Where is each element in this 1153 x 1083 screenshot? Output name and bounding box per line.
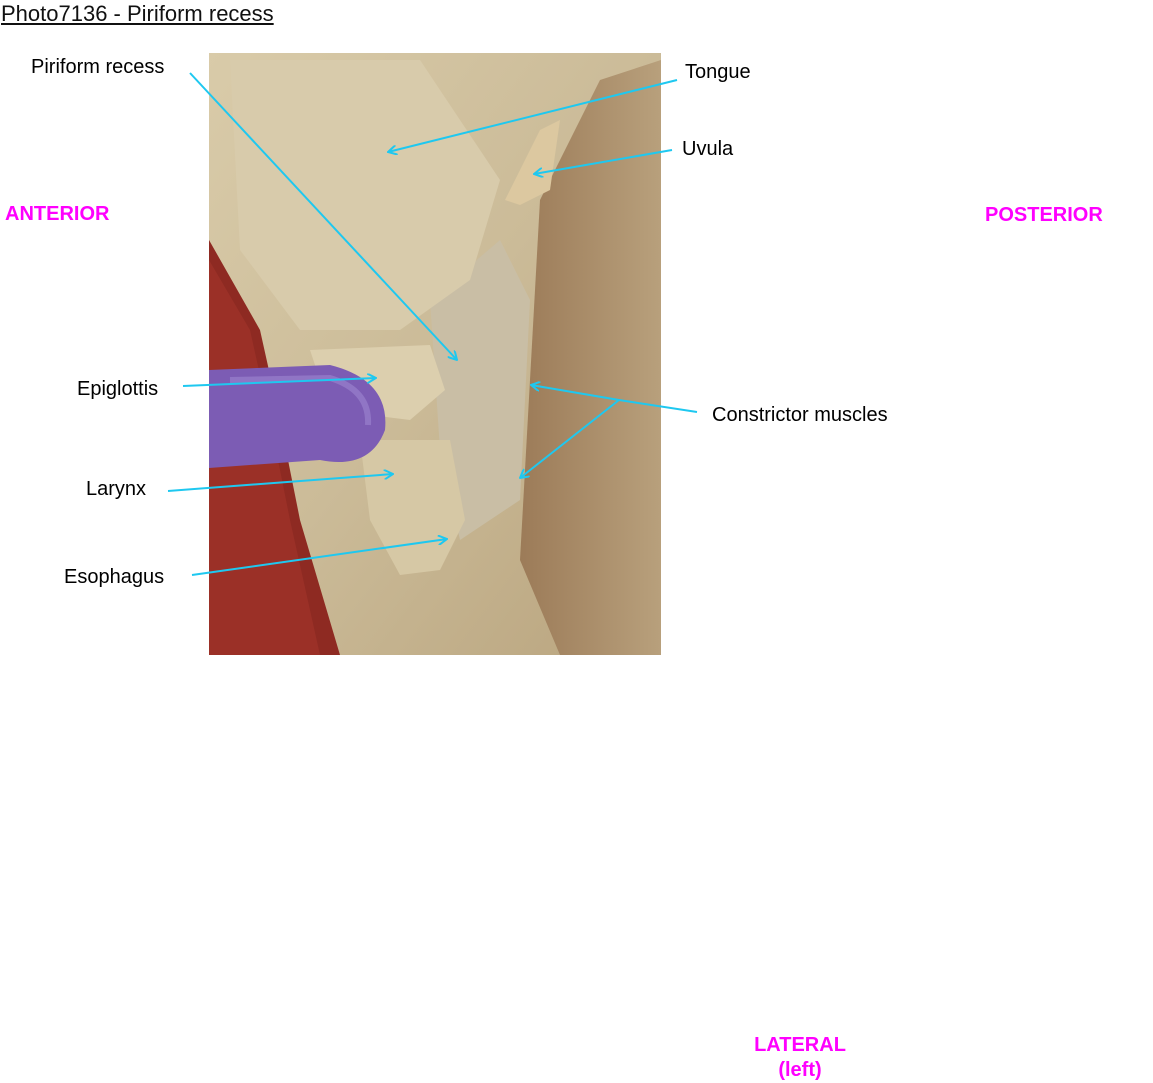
orientation-posterior: POSTERIOR [985,204,1103,226]
arrow-constrictor-2 [520,399,620,478]
orientation-lateral: LATERAL (left) [740,1033,860,1083]
label-tongue: Tongue [685,61,751,83]
photo [209,53,661,655]
arrow-uvula [534,149,673,174]
arrow-larynx [167,474,393,492]
orientation-lateral-label: LATERAL [754,1034,846,1056]
arrow-piriform-recess [189,72,457,360]
annotation-arrows [167,72,698,576]
label-esophagus: Esophagus [64,566,165,588]
label-piriform-recess: Piriform recess [31,56,165,78]
arrow-tongue [388,79,678,152]
label-larynx: Larynx [86,478,147,500]
label-uvula: Uvula [682,138,734,160]
orientation-lateral-side: (left) [778,1059,822,1081]
page-title: Photo7136 - Piriform recess [1,1,274,26]
orientation-anterior: ANTERIOR [5,203,110,225]
arrow-epiglottis [182,378,376,387]
arrow-esophagus [191,539,447,576]
label-constrictor-muscles: Constrictor muscles [712,404,888,426]
label-epiglottis: Epiglottis [77,378,159,400]
